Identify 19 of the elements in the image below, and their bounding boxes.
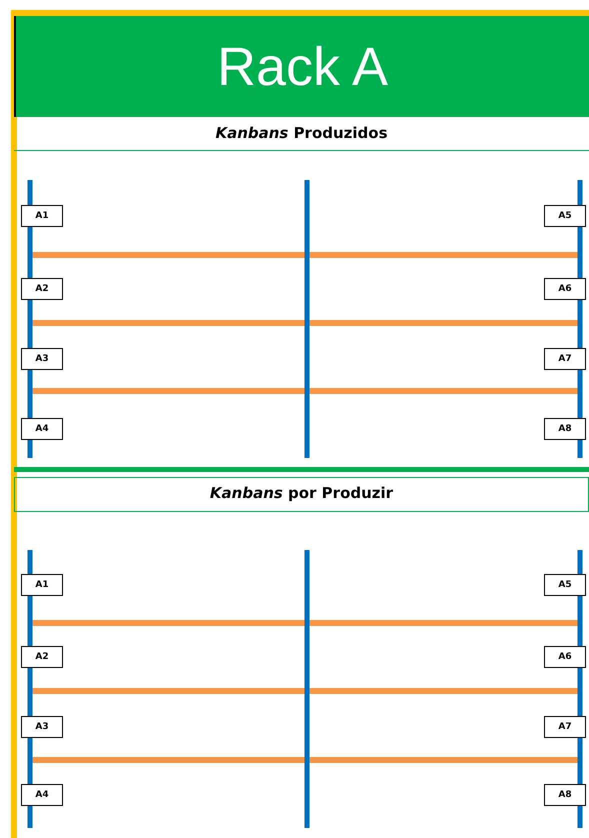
slot-label: A7: [544, 348, 586, 370]
slot-label: A6: [544, 646, 586, 668]
slot-label: A4: [21, 418, 63, 440]
slot-label: A2: [21, 278, 63, 300]
section-header: Kanbans por Produzir: [14, 477, 589, 512]
slot-label: A2: [21, 646, 63, 668]
title-banner: Rack A: [14, 16, 589, 117]
section-header: Kanbans Produzidos: [14, 118, 589, 151]
slot-label: A1: [21, 205, 63, 227]
slot-label: A8: [544, 784, 586, 806]
slot-label: A4: [21, 784, 63, 806]
slot-label: A5: [544, 205, 586, 227]
slot-label: A3: [21, 716, 63, 738]
slot-label: A6: [544, 278, 586, 300]
slot-label: A3: [21, 348, 63, 370]
slot-label: A7: [544, 716, 586, 738]
slot-label: A8: [544, 418, 586, 440]
slot-label: A5: [544, 574, 586, 596]
slot-label: A1: [21, 574, 63, 596]
